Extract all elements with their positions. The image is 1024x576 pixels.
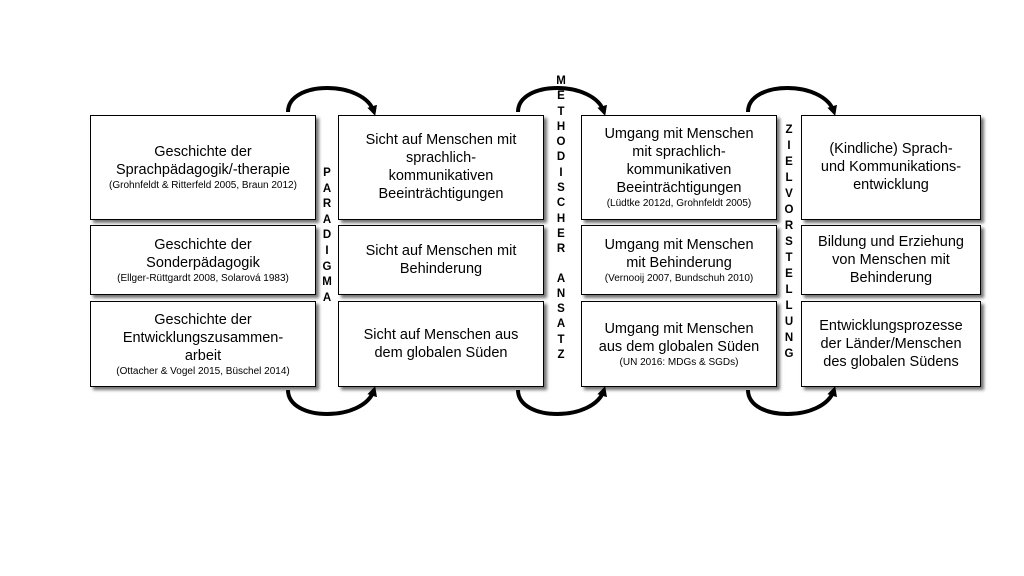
box-handling-global-south: Umgang mit Menschen aus dem globalen Süd… [581, 301, 777, 387]
arrow-bottom-3 [746, 386, 837, 416]
box-title: Geschichte der Sonderpädagogik [146, 236, 260, 271]
box-reference: (Lüdtke 2012d, Grohnfeldt 2005) [606, 198, 752, 209]
box-title: Umgang mit Menschen mit Behinderung [604, 236, 754, 271]
arrow-top-1 [286, 86, 377, 116]
box-reference: (Grohnfeldt & Ritterfeld 2005, Braun 201… [109, 180, 297, 191]
box-history-development-cooperation: Geschichte der Entwicklungszusammen- arb… [90, 301, 316, 387]
box-title: Entwicklungsprozesse der Länder/Menschen… [819, 317, 963, 370]
box-reference: (UN 2016: MDGs & SGDs) [619, 356, 739, 368]
arrow-bottom-2 [516, 386, 607, 416]
arrow-top-3 [746, 86, 837, 116]
box-reference: (Ottacher & Vogel 2015, Büschel 2014) [116, 365, 290, 377]
box-handling-communication-impairment: Umgang mit Menschen mit sprachlich- komm… [581, 115, 777, 220]
box-title: Umgang mit Menschen aus dem globalen Süd… [598, 320, 760, 355]
box-title: Sicht auf Menschen mit sprachlich- kommu… [365, 132, 517, 202]
box-reference: (Ellger-Rüttgardt 2008, Solarová 1983) [117, 272, 289, 284]
box-title: (Kindliche) Sprach- und Kommunikations- … [820, 141, 962, 193]
box-view-communication-impairment: Sicht auf Menschen mit sprachlich- kommu… [338, 115, 544, 220]
box-title: Geschichte der Sprachpädagogik/-therapie [115, 144, 291, 178]
box-handling-disability: Umgang mit Menschen mit Behinderung (Ver… [581, 225, 777, 295]
box-history-speech-therapy: Geschichte der Sprachpädagogik/-therapie… [90, 115, 316, 220]
box-view-disability: Sicht auf Menschen mit Behinderung [338, 225, 544, 295]
box-goal-education-disability: Bildung und Erziehung von Menschen mit B… [801, 225, 981, 295]
box-title: Geschichte der Entwicklungszusammen- arb… [122, 311, 284, 364]
box-view-global-south: Sicht auf Menschen aus dem globalen Süde… [338, 301, 544, 387]
box-title: Sicht auf Menschen mit Behinderung [365, 242, 517, 277]
box-title: Sicht auf Menschen aus dem globalen Süde… [363, 326, 519, 361]
arrow-bottom-1 [286, 386, 377, 416]
arrow-top-2 [516, 86, 607, 116]
box-reference: (Vernooij 2007, Bundschuh 2010) [604, 272, 754, 284]
box-title: Umgang mit Menschen mit sprachlich- komm… [604, 126, 754, 196]
box-goal-language-development: (Kindliche) Sprach- und Kommunikations- … [801, 115, 981, 220]
box-history-special-education: Geschichte der Sonderpädagogik (Ellger-R… [90, 225, 316, 295]
box-title: Bildung und Erziehung von Menschen mit B… [818, 233, 964, 286]
box-goal-development-processes: Entwicklungsprozesse der Länder/Menschen… [801, 301, 981, 387]
